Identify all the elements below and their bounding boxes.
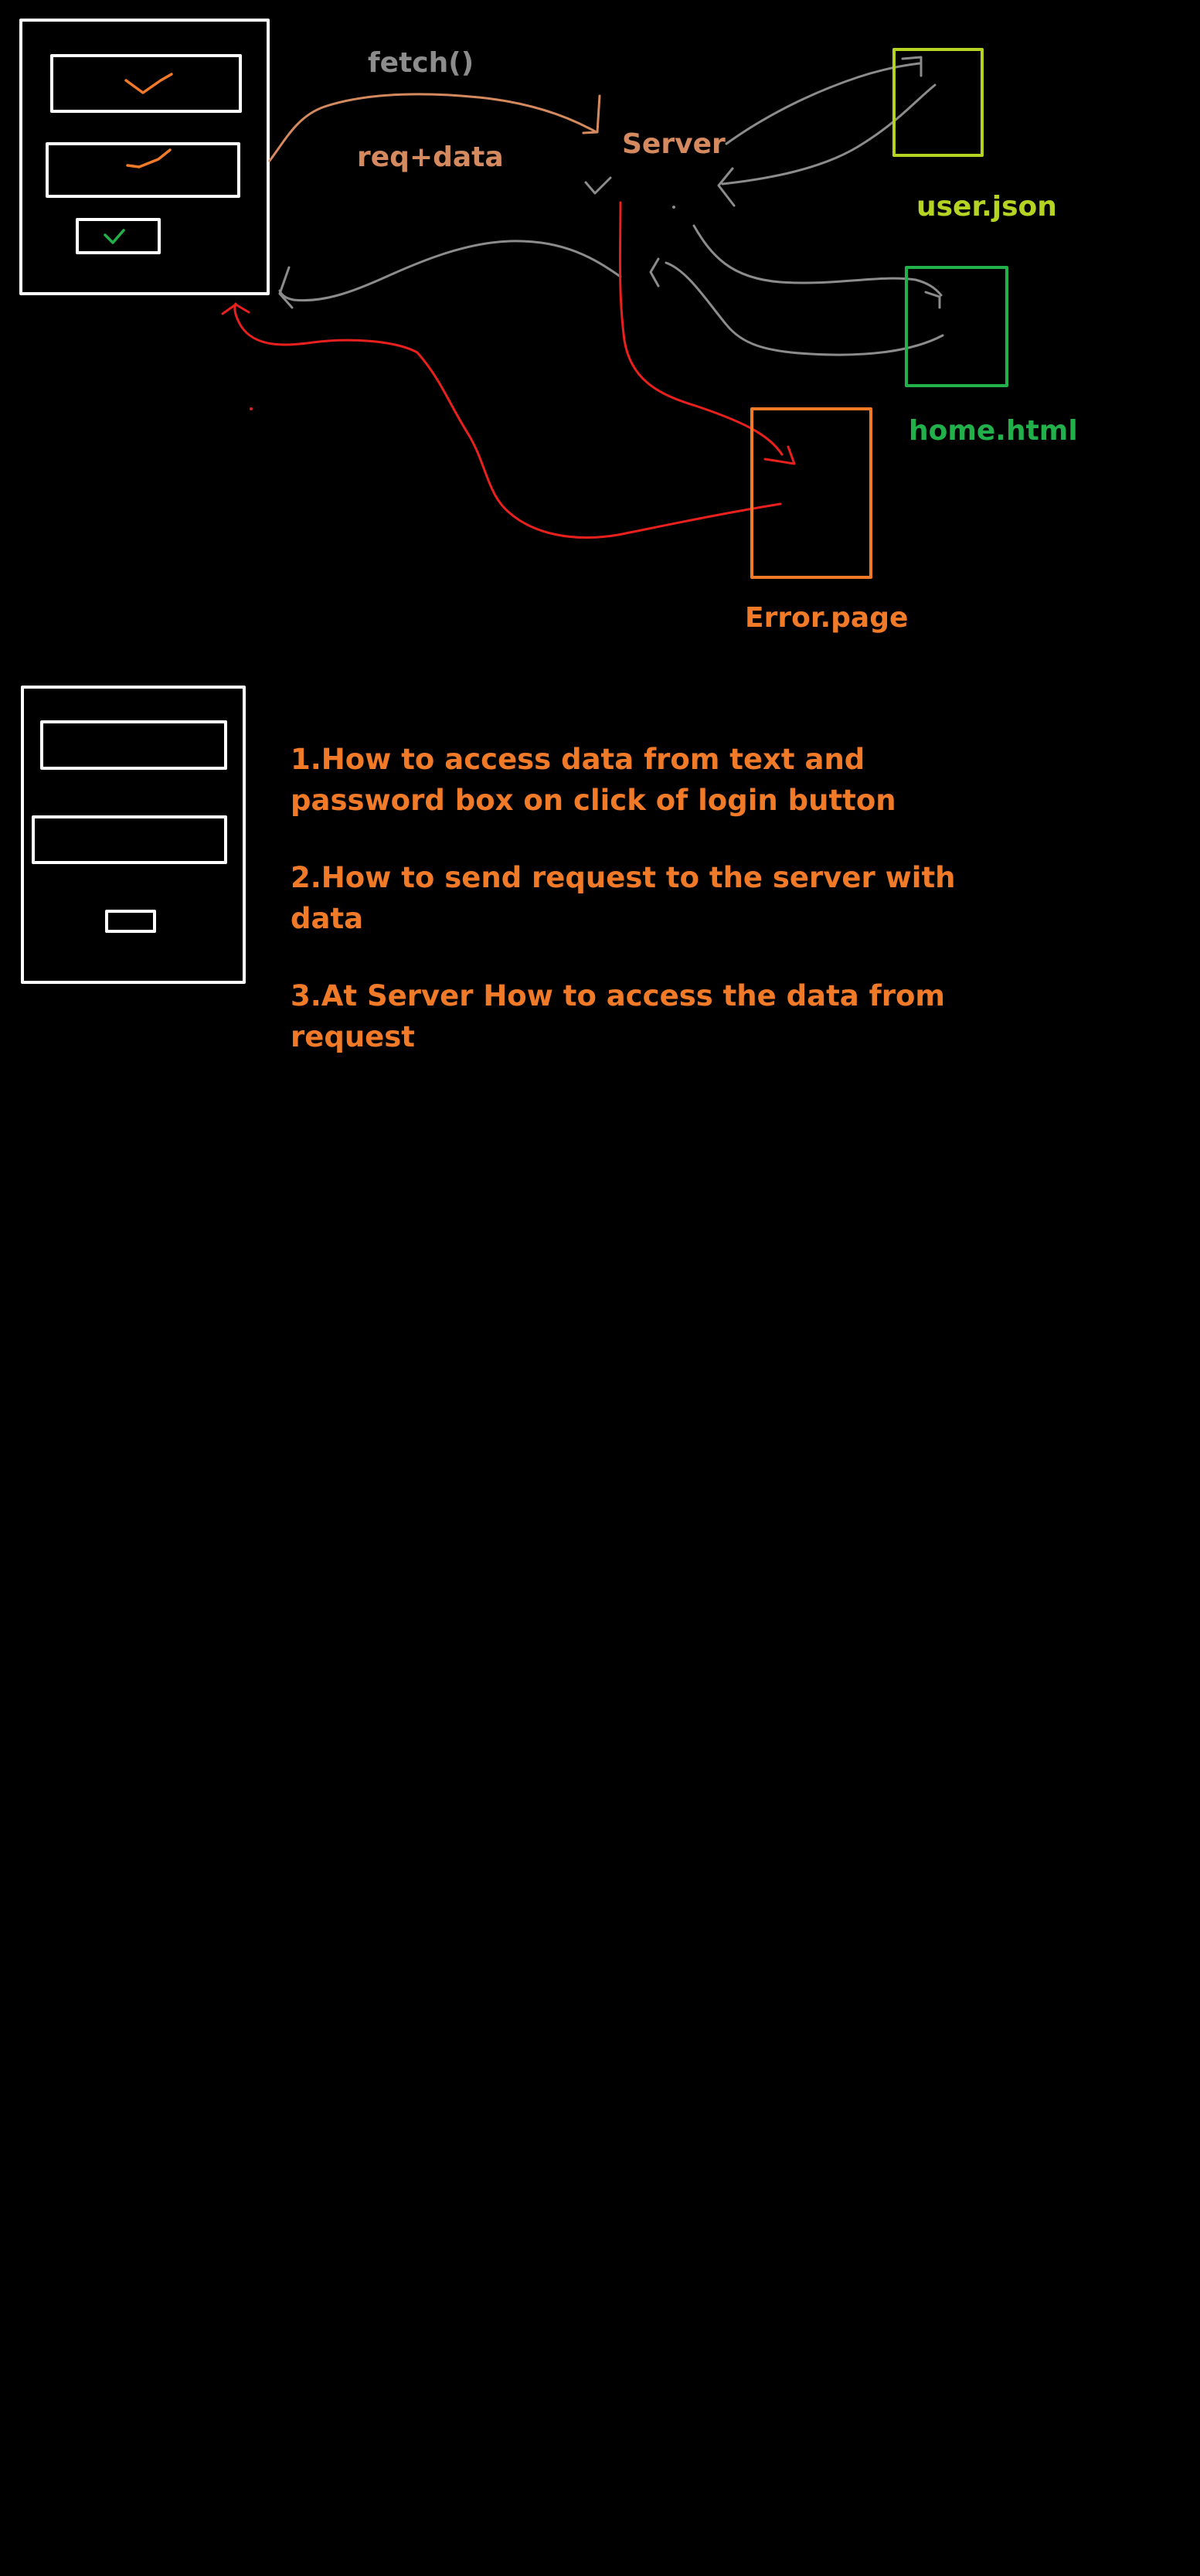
server-dot [672, 206, 675, 209]
response-arrow-head [278, 266, 294, 309]
userjson-return-head [717, 167, 736, 207]
req-data-label: req+data [357, 141, 504, 173]
home-to-server-arrow [665, 261, 944, 356]
fetch-label: fetch() [368, 47, 474, 79]
empty-login-button [105, 910, 156, 933]
empty-password-box [32, 815, 227, 864]
error-return-arrow-head [221, 303, 250, 315]
red-dot [250, 407, 253, 410]
password-box [46, 142, 240, 198]
empty-username-box [40, 720, 227, 770]
home-return-head [649, 257, 660, 288]
login-button-check-icon [104, 229, 125, 244]
username-check-icon [124, 73, 173, 94]
server-label: Server [622, 128, 726, 160]
error-page-box [750, 407, 872, 579]
server-to-browser-response [278, 240, 622, 302]
home-html-box [905, 266, 1008, 387]
question-1: 1.How to access data from text and passw… [291, 743, 896, 817]
username-box [50, 54, 242, 113]
error-page-label: Error.page [745, 602, 909, 634]
server-to-home-arrow [692, 224, 943, 297]
login-button-box [76, 218, 161, 254]
error-arrow-head [763, 445, 796, 465]
request-arrow [268, 93, 597, 162]
questions-list: 1.How to access data from text and passw… [291, 739, 986, 1057]
empty-form-frame [21, 686, 246, 984]
login-form-frame [19, 19, 270, 295]
home-arrow-head [924, 291, 941, 309]
password-check-icon [126, 148, 172, 168]
question-2: 2.How to send request to the server with… [291, 861, 956, 935]
user-json-label: user.json [916, 191, 1057, 223]
server-to-error-arrow [618, 201, 784, 456]
server-to-userjson-arrow [725, 62, 921, 145]
userjson-arrow-head [901, 56, 923, 77]
server-mark [584, 176, 612, 195]
error-to-browser-arrow [233, 302, 782, 539]
login-form-empty [21, 686, 246, 984]
home-html-label: home.html [909, 415, 1078, 447]
question-3: 3.At Server How to access the data from … [291, 979, 945, 1053]
request-arrow-head [582, 94, 601, 134]
user-json-box [892, 48, 984, 157]
login-form-filled [19, 19, 270, 295]
userjson-to-server-arrow [721, 83, 937, 185]
